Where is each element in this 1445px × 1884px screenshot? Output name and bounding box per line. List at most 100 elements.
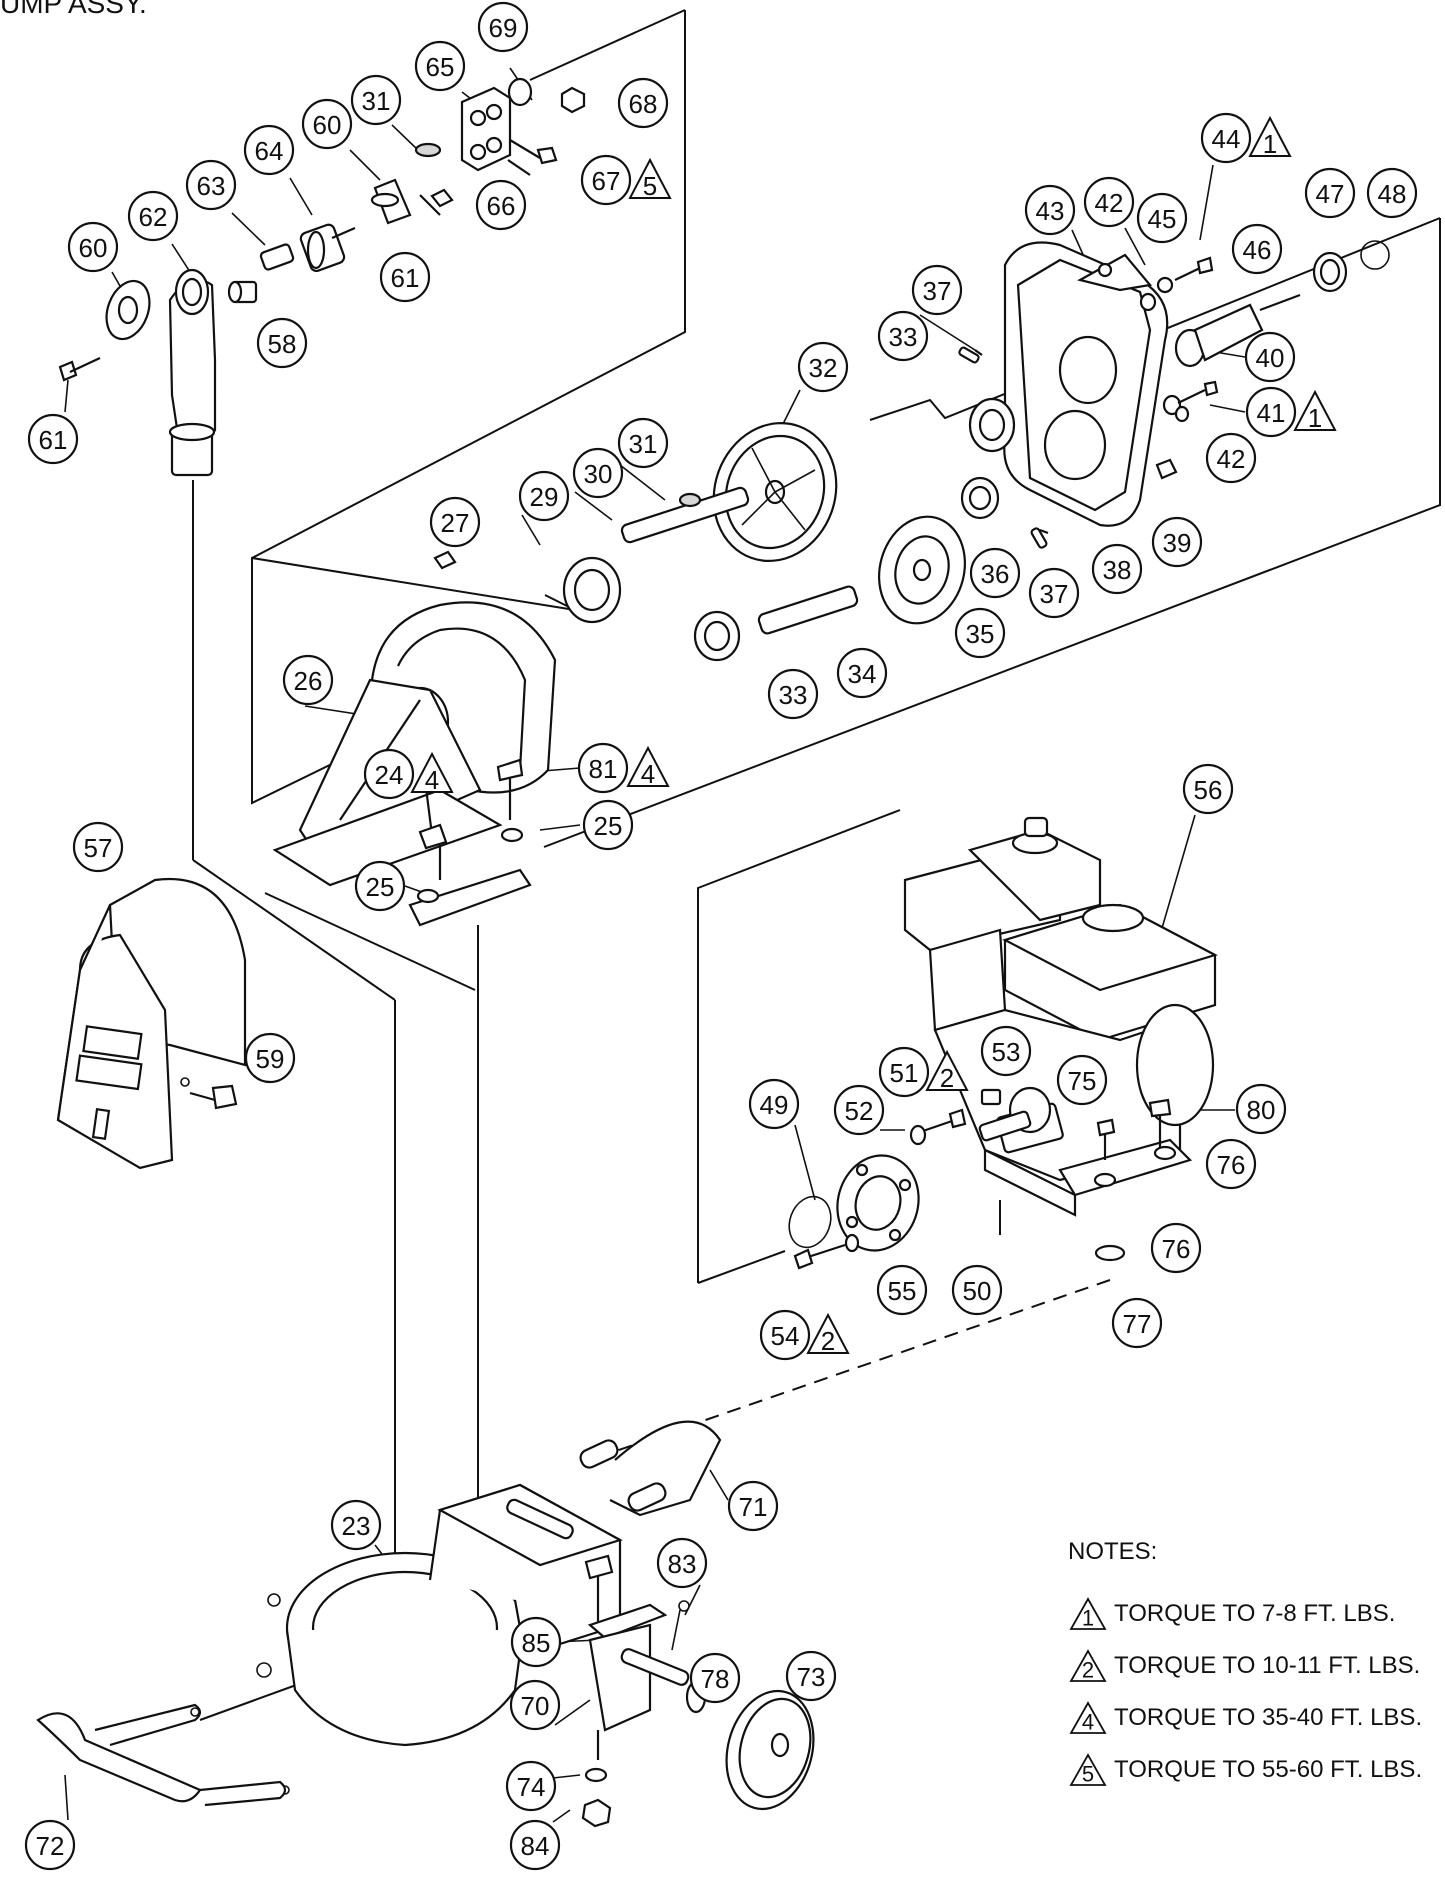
part-callout: 34 xyxy=(836,647,888,699)
part-callout: 55 xyxy=(876,1264,928,1316)
callout-number: 33 xyxy=(779,680,808,710)
part-callout: 81 xyxy=(577,742,629,794)
engine xyxy=(903,816,1218,1217)
note-text: TORQUE TO 7-8 FT. LBS. xyxy=(1114,1600,1396,1627)
callout-number: 75 xyxy=(1068,1066,1097,1096)
part-callout: 40 xyxy=(1244,331,1296,383)
callout-number: 76 xyxy=(1162,1234,1191,1264)
part-callout: 45 xyxy=(1136,192,1188,244)
callout-number: 80 xyxy=(1247,1095,1276,1125)
part-callout: 66 xyxy=(475,179,527,231)
part-callout: 37 xyxy=(1028,567,1080,619)
part-callout: 25 xyxy=(582,799,634,851)
callout-number: 73 xyxy=(797,1662,826,1692)
callout-number: 35 xyxy=(966,619,995,649)
part-callout: 76 xyxy=(1205,1138,1257,1190)
part-callout: 60 xyxy=(301,98,353,150)
note-text: TORQUE TO 10-11 FT. LBS. xyxy=(1114,1652,1421,1679)
callout-number: 49 xyxy=(760,1090,789,1120)
frame-base xyxy=(36,1420,815,1828)
callout-number: 41 xyxy=(1257,398,1286,428)
callout-number: 37 xyxy=(1040,579,1069,609)
part-callout: 49 xyxy=(748,1078,800,1130)
torque-flag-number: 4 xyxy=(425,765,439,795)
callout-number: 74 xyxy=(517,1772,546,1802)
part-callout: 85 xyxy=(510,1616,562,1668)
callout-number: 62 xyxy=(139,202,168,232)
part-callout: 24 xyxy=(363,748,415,800)
callout-number: 24 xyxy=(375,760,404,790)
callout-number: 67 xyxy=(592,166,621,196)
callout-number: 61 xyxy=(391,263,420,293)
part-callout: 32 xyxy=(797,341,849,393)
callout-number: 31 xyxy=(362,86,391,116)
part-callout: 46 xyxy=(1231,223,1283,275)
part-callout: 42 xyxy=(1205,432,1257,484)
callout-number: 85 xyxy=(522,1628,551,1658)
part-callout: 31 xyxy=(350,74,402,126)
torque-flag-icon: 1 xyxy=(1069,1597,1107,1631)
gear-train xyxy=(433,346,1048,662)
part-callout: 31 xyxy=(617,417,669,469)
callout-number: 40 xyxy=(1256,343,1285,373)
part-callout: 78 xyxy=(689,1652,741,1704)
callout-number: 45 xyxy=(1148,204,1177,234)
part-callout: 59 xyxy=(244,1032,296,1084)
callout-number: 78 xyxy=(701,1664,730,1694)
callout-number: 57 xyxy=(84,833,113,863)
callout-number: 76 xyxy=(1217,1150,1246,1180)
callout-number: 68 xyxy=(629,89,658,119)
part-callout: 71 xyxy=(727,1480,779,1532)
engine-adapter-parts xyxy=(788,1098,1177,1270)
torque-flag: 4 xyxy=(626,745,670,789)
bearing-block-assembly xyxy=(58,77,586,477)
callout-number: 63 xyxy=(197,171,226,201)
callout-number: 29 xyxy=(530,482,559,512)
callout-number: 64 xyxy=(255,136,284,166)
callout-number: 26 xyxy=(294,666,323,696)
part-callout: 26 xyxy=(282,654,334,706)
callout-number: 37 xyxy=(923,276,952,306)
part-callout: 54 xyxy=(759,1309,811,1361)
torque-flag-number: 5 xyxy=(643,171,657,201)
callout-number: 39 xyxy=(1163,528,1192,558)
callout-number: 38 xyxy=(1103,555,1132,585)
callout-number: 69 xyxy=(489,13,518,43)
part-callout: 33 xyxy=(877,310,929,362)
part-callout: 38 xyxy=(1091,543,1143,595)
part-callout: 65 xyxy=(414,40,466,92)
callout-number: 71 xyxy=(739,1492,768,1522)
torque-flag-icon: 2 xyxy=(1069,1649,1107,1683)
callout-number: 59 xyxy=(256,1044,285,1074)
notes-legend: NOTES: 1 TORQUE TO 7-8 FT. LBS. 2 TORQUE… xyxy=(1068,1538,1422,1796)
callout-number: 25 xyxy=(594,811,623,841)
callout-number: 60 xyxy=(79,233,108,263)
svg-text:1: 1 xyxy=(1082,1606,1094,1631)
note-text: TORQUE TO 55-60 FT. LBS. xyxy=(1114,1756,1423,1783)
part-callout: 61 xyxy=(379,251,431,303)
torque-flag-number: 2 xyxy=(940,1063,954,1093)
callout-number: 66 xyxy=(487,191,516,221)
notes-title: NOTES: xyxy=(1068,1538,1158,1565)
torque-flag-icon: 5 xyxy=(1069,1753,1107,1787)
part-callout: 73 xyxy=(785,1650,837,1702)
note-item: 4 TORQUE TO 35-40 FT. LBS. xyxy=(1068,1692,1422,1744)
callout-number: 44 xyxy=(1212,124,1241,154)
part-callout: 76 xyxy=(1150,1222,1202,1274)
torque-flag-icon: 4 xyxy=(1069,1701,1107,1735)
part-callout: 61 xyxy=(27,413,79,465)
torque-flag-number: 1 xyxy=(1263,129,1277,159)
part-callout: 80 xyxy=(1235,1083,1287,1135)
gear-cover-assembly xyxy=(974,240,1390,535)
callout-number: 53 xyxy=(992,1037,1021,1067)
part-callout: 48 xyxy=(1366,167,1418,219)
callout-number: 48 xyxy=(1378,179,1407,209)
callout-number: 46 xyxy=(1243,235,1272,265)
torque-flag: 5 xyxy=(628,157,672,201)
gear-housing xyxy=(272,601,557,927)
callout-number: 70 xyxy=(521,1691,550,1721)
part-callout: 52 xyxy=(833,1084,885,1136)
callout-number: 30 xyxy=(584,459,613,489)
